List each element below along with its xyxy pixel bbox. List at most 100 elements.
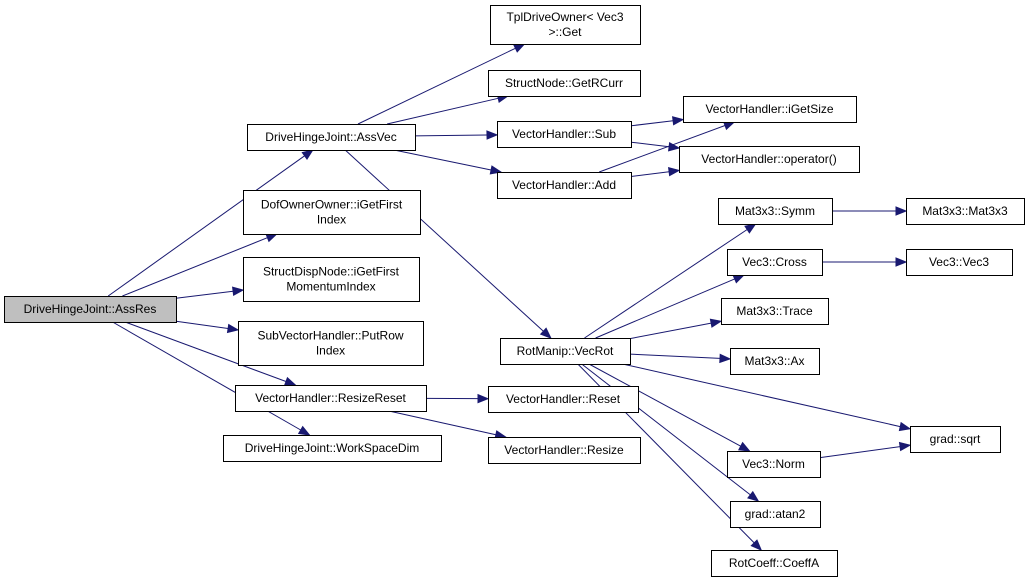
arrowhead-assvec-to-tpldrive: [512, 43, 526, 53]
node-box-vhsub: [497, 121, 632, 148]
node-sqrt[interactable]: grad::sqrt: [910, 426, 1001, 453]
edge-assvec-to-vecrot: [344, 149, 544, 332]
node-label-workspace-0: DriveHingeJoint::WorkSpaceDim: [245, 441, 420, 455]
node-resizereset[interactable]: VectorHandler::ResizeReset: [235, 385, 427, 412]
edge-vecrot-to-symm: [584, 229, 748, 339]
node-label-atan2-0: grad::atan2: [745, 507, 806, 521]
node-label-structdisp-1: MomentumIndex: [286, 280, 375, 294]
node-norm[interactable]: Vec3::Norm: [727, 451, 821, 478]
edge-vhadd-to-operator: [630, 171, 670, 177]
edge-root-to-resizereset: [124, 321, 287, 382]
node-trace[interactable]: Mat3x3::Trace: [721, 298, 829, 325]
node-box-coeffa: [711, 550, 838, 577]
node-label-sqrt-0: grad::sqrt: [930, 432, 981, 446]
arrowhead-root-to-workspace: [297, 425, 311, 436]
node-box-assvec: [247, 124, 416, 151]
arrowhead-root-to-structdisp: [232, 286, 245, 296]
arrowhead-vhsub-to-operator: [668, 142, 681, 152]
node-box-getrcurr: [488, 70, 641, 97]
arrowhead-vecrot-to-sqrt: [898, 421, 912, 432]
edge-vecrot-to-norm: [588, 363, 741, 447]
node-label-ax-0: Mat3x3::Ax: [744, 354, 804, 368]
edge-resizereset-to-resize: [388, 410, 497, 436]
arrowhead-root-to-resizereset: [283, 376, 297, 386]
node-reset[interactable]: VectorHandler::Reset: [488, 386, 639, 413]
edge-vhsub-to-igetsize: [630, 120, 674, 127]
node-vecrot[interactable]: RotManip::VecRot: [500, 338, 631, 365]
node-label-norm-0: Vec3::Norm: [742, 457, 805, 471]
arrowhead-vecrot-to-symm: [744, 223, 757, 234]
node-label-vhsub-0: VectorHandler::Sub: [512, 127, 616, 141]
node-box-resizereset: [235, 385, 427, 412]
node-box-subvec: [238, 321, 424, 366]
node-root[interactable]: DriveHingeJoint::AssRes: [4, 296, 177, 323]
edge-assvec-to-vhsub: [414, 134, 488, 137]
node-ax[interactable]: Mat3x3::Ax: [730, 348, 820, 375]
arrowhead-vecrot-to-norm: [738, 441, 751, 452]
node-coeffa[interactable]: RotCoeff::CoeffA: [711, 550, 838, 577]
edge-vecrot-to-trace: [629, 322, 712, 340]
node-vec3[interactable]: Vec3::Vec3: [906, 249, 1013, 276]
node-operator[interactable]: VectorHandler::operator(): [679, 146, 860, 173]
node-symm[interactable]: Mat3x3::Symm: [718, 198, 833, 225]
node-label-resize-0: VectorHandler::Resize: [504, 443, 624, 457]
arrowhead-vhadd-to-operator: [668, 167, 681, 177]
node-assvec[interactable]: DriveHingeJoint::AssVec: [247, 124, 416, 151]
node-cross[interactable]: Vec3::Cross: [727, 249, 823, 276]
node-resize[interactable]: VectorHandler::Resize: [488, 437, 641, 464]
node-label-reset-0: VectorHandler::Reset: [506, 392, 621, 406]
node-vhsub[interactable]: VectorHandler::Sub: [497, 121, 632, 148]
node-workspace[interactable]: DriveHingeJoint::WorkSpaceDim: [223, 435, 442, 462]
node-mat3x3[interactable]: Mat3x3::Mat3x3: [906, 198, 1025, 225]
node-box-vecrot: [500, 338, 631, 365]
arrowhead-vecrot-to-ax: [719, 353, 732, 364]
node-box-ax: [730, 348, 820, 375]
node-tpldrive[interactable]: TplDriveOwner< Vec3 >::Get: [490, 5, 641, 45]
arrowhead-cross-to-vec3: [895, 257, 908, 267]
node-box-structdisp: [243, 257, 420, 302]
arrowhead-root-to-assvec: [301, 149, 314, 160]
edge-root-to-assvec: [107, 155, 305, 297]
arrowhead-assvec-to-vhadd: [489, 165, 503, 175]
node-atan2[interactable]: grad::atan2: [730, 501, 821, 528]
node-label-subvec-1: Index: [316, 344, 345, 358]
node-box-workspace: [223, 435, 442, 462]
edge-vhsub-to-operator: [630, 141, 670, 148]
node-box-sqrt: [910, 426, 1001, 453]
edge-root-to-subvec: [175, 320, 229, 329]
edge-vhadd-to-igetsize: [599, 125, 726, 173]
node-label-coeffa-0: RotCoeff::CoeffA: [729, 556, 819, 570]
edge-vecrot-to-atan2: [581, 363, 751, 496]
node-box-tpldrive: [490, 5, 641, 45]
node-label-mat3x3-0: Mat3x3::Mat3x3: [922, 204, 1008, 218]
node-label-tpldrive-0: TplDriveOwner< Vec3: [506, 10, 623, 24]
arrowhead-vecrot-to-atan2: [747, 490, 760, 502]
node-box-root: [4, 296, 177, 323]
node-getrcurr[interactable]: StructNode::GetRCurr: [488, 70, 641, 97]
node-label-symm-0: Mat3x3::Symm: [735, 204, 815, 218]
node-box-reset: [488, 386, 639, 413]
node-box-cross: [727, 249, 823, 276]
node-box-operator: [679, 146, 860, 173]
node-vhadd[interactable]: VectorHandler::Add: [497, 172, 632, 199]
node-box-vec3: [906, 249, 1013, 276]
arrowhead-symm-to-mat3x3: [895, 206, 908, 216]
node-label-assvec-0: DriveHingeJoint::AssVec: [265, 130, 396, 144]
node-label-trace-0: Mat3x3::Trace: [736, 304, 813, 318]
edge-vecrot-to-cross: [595, 278, 735, 339]
node-label-cross-0: Vec3::Cross: [742, 255, 807, 269]
arrowhead-resizereset-to-reset: [477, 393, 490, 404]
node-igetsize[interactable]: VectorHandler::iGetSize: [683, 96, 857, 123]
arrowhead-norm-to-sqrt: [898, 441, 912, 452]
node-label-dofowner-1: Index: [317, 213, 346, 227]
node-label-resizereset-0: VectorHandler::ResizeReset: [255, 391, 406, 405]
edge-norm-to-sqrt: [819, 446, 901, 459]
arrowhead-vecrot-to-coeffa: [750, 539, 763, 551]
node-box-igetsize: [683, 96, 857, 123]
arrowhead-root-to-dofowner: [265, 233, 278, 243]
edges-layer: [107, 43, 912, 551]
